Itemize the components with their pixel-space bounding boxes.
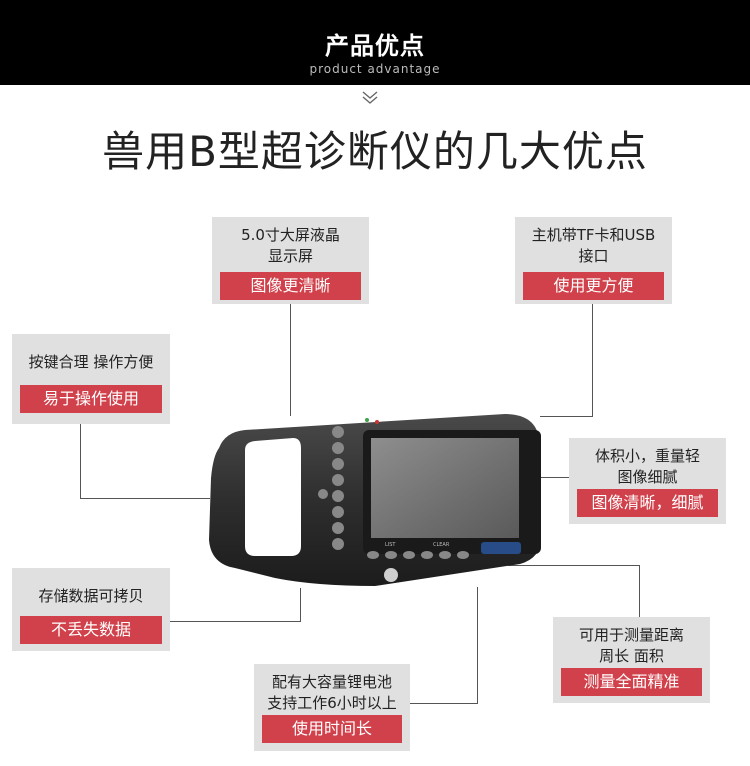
feature-tag: 图像清晰，细腻 [577, 489, 718, 517]
connector-line [80, 498, 210, 499]
feature-box-size: 体积小，重量轻 图像细腻 图像清晰，细腻 [569, 438, 726, 524]
header-title: 产品优点 [325, 32, 425, 60]
connector-line [540, 416, 593, 417]
feature-line: 显示屏 [267, 247, 313, 265]
feature-box-ports: 主机带TF卡和USB 接口 使用更方便 [515, 217, 672, 304]
feature-box-battery: 配有大容量锂电池 支持工作6小时以上 使用时间长 [254, 664, 410, 751]
ultrasound-device: LIST CLEAR [209, 414, 541, 586]
lcd-screen [371, 438, 519, 538]
connector-line [536, 477, 569, 478]
feature-tag: 不丢失数据 [20, 616, 162, 644]
feature-box-buttons: 按键合理 操作方便 易于操作使用 [12, 334, 170, 424]
charge-led-icon [375, 420, 379, 424]
feature-line: 接口 [578, 247, 609, 265]
connector-line [508, 565, 640, 566]
feature-line: 配有大容量锂电池 [271, 673, 392, 691]
connector-line [80, 424, 81, 499]
probe-port-icon [384, 568, 398, 582]
feature-tag: 图像更清晰 [220, 272, 361, 300]
header-banner: 产品优点 product advantage [0, 0, 750, 85]
feature-tag: 测量全面精准 [561, 668, 702, 696]
page-title: 兽用B型超诊断仪的几大优点 [102, 127, 648, 176]
feature-tag: 易于操作使用 [20, 385, 162, 413]
feature-line: 可用于测量距离 [578, 626, 684, 644]
header-subtitle: product advantage [309, 62, 441, 76]
connector-line [410, 703, 478, 704]
chevron-down-icon [362, 91, 378, 104]
feature-line: 主机带TF卡和USB [531, 226, 656, 244]
feature-line: 5.0寸大屏液晶 [241, 226, 340, 244]
connector-line [170, 621, 300, 622]
clear-key-label: CLEAR [433, 542, 450, 548]
feature-box-measure: 可用于测量距离 周长 面积 测量全面精准 [553, 617, 710, 703]
feature-line: 按键合理 操作方便 [28, 353, 154, 371]
feature-box-screen: 5.0寸大屏液晶 显示屏 图像更清晰 [212, 217, 369, 304]
feature-line: 支持工作6小时以上 [267, 694, 397, 712]
feature-line: 体积小，重量轻 [594, 447, 700, 465]
feature-line: 图像细腻 [617, 468, 678, 486]
feature-tag: 使用时间长 [262, 715, 402, 743]
device-button-column [318, 426, 344, 550]
brand-logo [481, 542, 521, 554]
feature-line: 存储数据可拷贝 [38, 587, 144, 605]
connector-line [639, 565, 640, 617]
feature-line: 周长 面积 [599, 647, 664, 665]
device-bottom-buttons [367, 551, 469, 559]
connector-line [300, 588, 301, 622]
feature-tag: 使用更方便 [523, 272, 664, 300]
power-led-icon [365, 418, 369, 422]
connector-line [290, 304, 291, 416]
feature-box-storage: 存储数据可拷贝 不丢失数据 [12, 568, 170, 651]
list-key-label: LIST [385, 542, 396, 548]
connector-line [592, 304, 593, 416]
connector-line [477, 587, 478, 704]
